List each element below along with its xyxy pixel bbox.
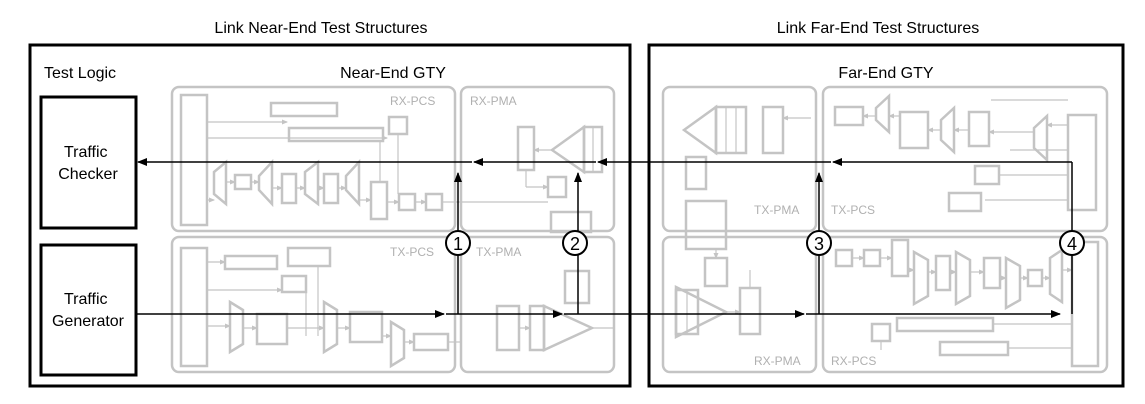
near-rx-pcs-frame <box>170 85 457 233</box>
far-end-gty-title: Far-End GTY <box>838 65 933 82</box>
test-logic-label: Test Logic <box>44 65 116 82</box>
near-rx-pcs-label: RX-PCS <box>390 94 435 108</box>
traffic-checker-box <box>39 95 138 230</box>
far-tx-pma-label: TX-PMA <box>754 203 799 217</box>
near-tx-pcs-label: TX-PCS <box>390 245 434 259</box>
loopback-point-3: 3 <box>806 230 832 256</box>
near-tx-pcs-frame <box>170 235 457 374</box>
far-tx-pcs-frame <box>821 85 1109 233</box>
far-rx-pma-frame <box>661 235 818 374</box>
traffic-checker-line2: Checker <box>58 166 118 183</box>
near-end-heading: Link Near-End Test Structures <box>214 20 427 37</box>
far-rx-pcs-label: RX-PCS <box>831 354 876 368</box>
near-end-gty-title: Near-End GTY <box>340 65 446 82</box>
far-rx-pma-label: RX-PMA <box>754 354 801 368</box>
near-rx-pma-label: RX-PMA <box>470 94 517 108</box>
traffic-checker-label: Traffic Checker <box>58 144 118 183</box>
far-end-heading: Link Far-End Test Structures <box>777 20 979 37</box>
far-end-gty-internals <box>661 85 1109 374</box>
far-tx-pma-frame <box>661 85 818 233</box>
near-tx-pma-label: TX-PMA <box>476 245 521 259</box>
traffic-generator-box <box>39 243 138 377</box>
far-tx-pcs-label: TX-PCS <box>831 203 875 217</box>
far-rx-pcs-frame <box>821 235 1109 374</box>
loopback-point-2-label: 2 <box>570 234 580 254</box>
traffic-checker-line1: Traffic <box>64 144 108 161</box>
traffic-generator-line2: Generator <box>52 313 125 330</box>
loopback-point-1: 1 <box>445 230 471 256</box>
loopback-point-2: 2 <box>562 230 588 256</box>
loopback-point-1-label: 1 <box>453 234 463 254</box>
traffic-generator-line1: Traffic <box>64 291 108 308</box>
near-rx-pma-frame <box>459 85 616 233</box>
traffic-generator-label: Traffic Generator <box>52 291 125 330</box>
near-tx-pma-frame <box>459 235 616 374</box>
loopback-point-4: 4 <box>1059 230 1085 256</box>
far-end-frame <box>647 43 1125 388</box>
loopback-point-4-label: 4 <box>1067 234 1077 254</box>
near-end-frame <box>28 43 632 388</box>
near-end-gty-internals <box>170 85 616 374</box>
loopback-point-3-label: 3 <box>814 234 824 254</box>
